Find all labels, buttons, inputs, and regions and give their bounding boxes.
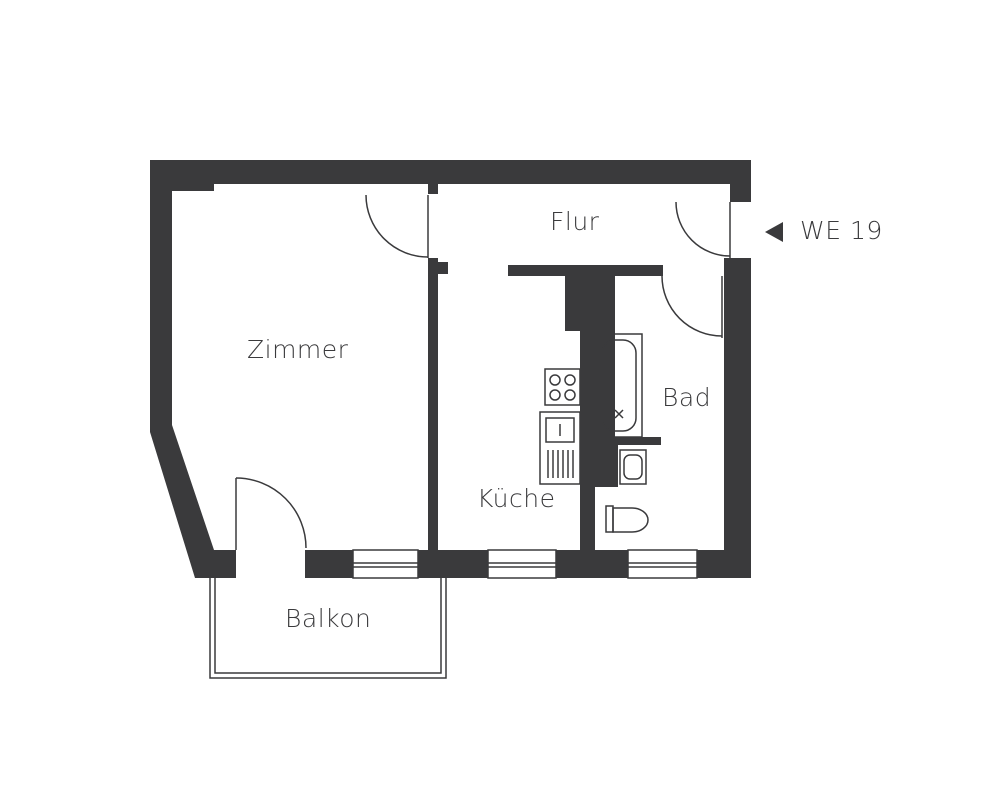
- wall-bath-ledge: [595, 437, 661, 445]
- window-kueche: [487, 549, 557, 579]
- room-label-flur: Flur: [550, 207, 600, 236]
- wall-bottom-4: [697, 550, 751, 578]
- kitchen-fixtures: [539, 368, 581, 485]
- balcony-outline: [209, 578, 447, 679]
- window-zimmer: [352, 549, 419, 579]
- wall-partition-zimmer: [428, 258, 438, 578]
- doors: [235, 194, 731, 550]
- wall-right: [724, 258, 751, 578]
- wall-nib-flur-left: [428, 184, 438, 194]
- wall-bottom-2: [418, 550, 488, 578]
- wall-bottom-1: [305, 550, 353, 578]
- bathtub-icon: [595, 333, 643, 438]
- room-label-balkon: Balkon: [285, 604, 372, 633]
- wall-wc-nib: [610, 445, 618, 487]
- wall-bottom-3: [556, 550, 628, 578]
- walls: [150, 160, 751, 578]
- triangle-left-icon: [765, 222, 783, 242]
- bathroom-fixtures: [595, 333, 649, 533]
- wall-nib-flur-right: [730, 184, 751, 202]
- sink-icon: [539, 411, 581, 485]
- wall-kitchen-bath: [580, 331, 595, 578]
- wall-left: [150, 160, 236, 578]
- stove-icon: [544, 368, 581, 406]
- door-balkon: [235, 477, 307, 550]
- windows: [352, 549, 698, 579]
- window-bad: [627, 549, 698, 579]
- unit-label: WE 19: [800, 216, 883, 245]
- toilet-icon: [605, 505, 649, 533]
- wall-top: [150, 160, 751, 184]
- door-entrance: [675, 201, 731, 258]
- wall-flur-south: [508, 265, 663, 276]
- door-zimmer: [365, 194, 429, 258]
- room-label-zimmer: Zimmer: [247, 335, 349, 364]
- wall-nib-zimmer: [170, 184, 214, 191]
- wall-shaft: [565, 276, 615, 331]
- washbasin-icon: [619, 449, 647, 485]
- door-bad: [661, 275, 723, 338]
- wall-partition-nib: [438, 262, 448, 274]
- room-label-kueche: Küche: [477, 484, 556, 513]
- room-label-bad: Bad: [662, 383, 712, 412]
